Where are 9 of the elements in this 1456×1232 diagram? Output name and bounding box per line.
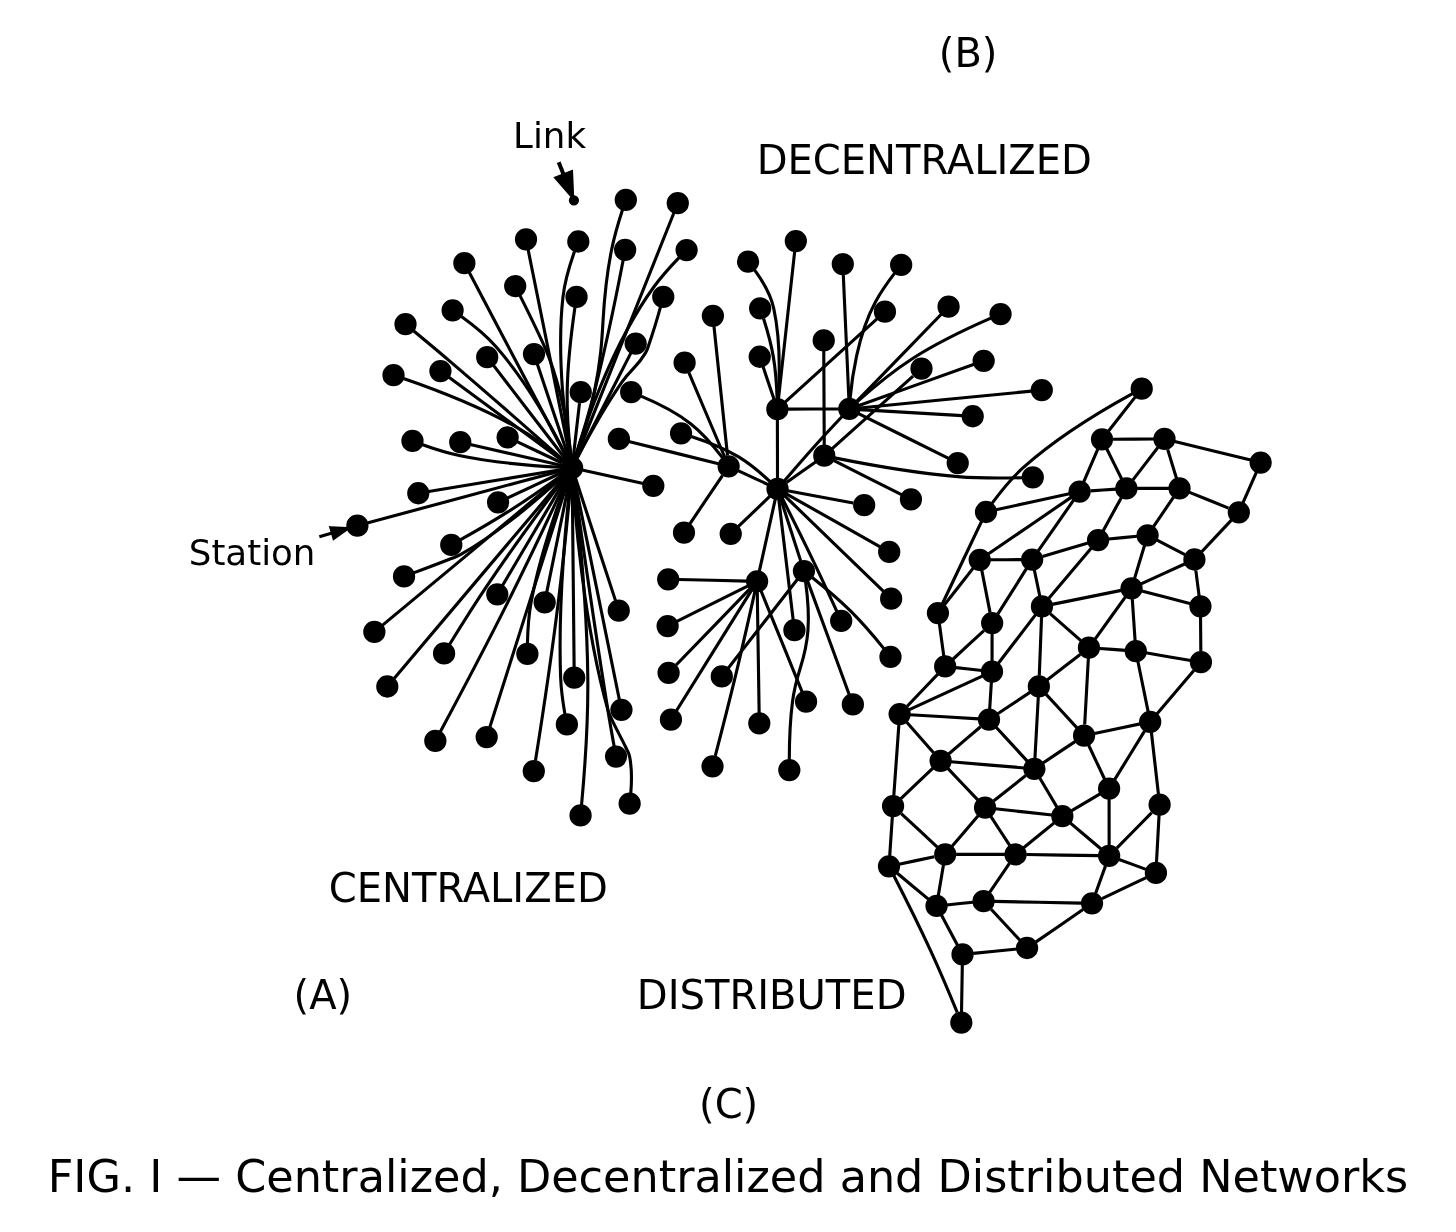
caption: FIG. I — Centralized, Decentralized and Distributed Networks xyxy=(47,1151,1409,1203)
label: (B) xyxy=(938,30,998,77)
label: (C) xyxy=(699,1080,759,1127)
label: DECENTRALIZED xyxy=(756,137,1092,184)
node-text: Station xyxy=(188,531,316,573)
label: CENTRALIZED xyxy=(328,865,608,912)
label: (A) xyxy=(293,971,353,1018)
node-text: Link xyxy=(513,114,587,156)
label: DISTRIBUTED xyxy=(636,972,907,1019)
